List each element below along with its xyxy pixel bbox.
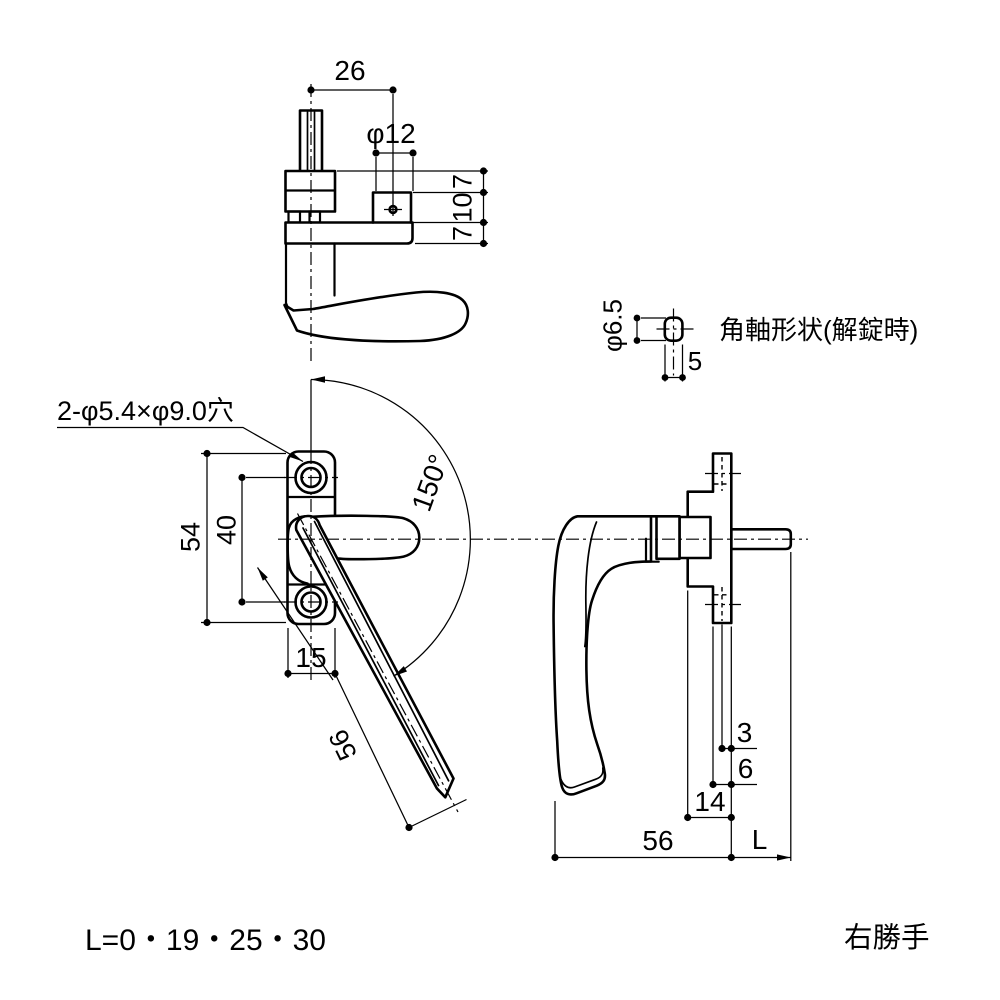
notes: L=0・19・25・30 右勝手 xyxy=(85,922,930,957)
dim-26-label: 26 xyxy=(334,55,365,86)
dim-5-label: 5 xyxy=(688,346,702,376)
dim-phi65-label: φ6.5 xyxy=(598,299,628,352)
square-spindle-side xyxy=(730,528,793,551)
dim-7-10-7: 7 10 7 xyxy=(337,167,488,248)
length-options-note: L=0・19・25・30 xyxy=(85,924,326,957)
dim-L: L xyxy=(731,824,791,861)
latch-boss-top xyxy=(371,191,413,224)
front-view: 150° 2-φ5.4×φ9.0穴 54 40 15 xyxy=(57,376,471,832)
hole-note-label: 2-φ5.4×φ9.0穴 xyxy=(57,396,234,426)
dim-phi12-label: φ12 xyxy=(366,118,415,149)
handle-hub-front xyxy=(286,515,313,585)
shaft-detail-label: 角軸形状(解錠時) xyxy=(719,315,918,345)
dim-phi65: φ6.5 xyxy=(598,299,666,352)
hub-block-outer xyxy=(678,515,712,560)
grip-side xyxy=(552,515,653,796)
dim-15: 15 xyxy=(284,628,339,678)
hub-block-inner xyxy=(655,514,681,561)
dim-54-label: 54 xyxy=(176,522,206,552)
dim-6-label: 6 xyxy=(738,753,754,784)
dim-54: 54 xyxy=(176,449,286,627)
dim-56-side-label: 56 xyxy=(642,825,673,856)
dim-56-side: 56 xyxy=(551,825,735,862)
dim-7-top-label: 7 xyxy=(448,174,478,189)
angle-150-label: 150° xyxy=(406,450,455,515)
dim-3-label: 3 xyxy=(737,717,753,748)
square-shaft-detail: φ6.5 5 角軸形状(解錠時) xyxy=(598,299,918,382)
grip-top xyxy=(283,290,470,343)
handing-note: 右勝手 xyxy=(844,922,930,954)
side-view: 3 6 14 56 L xyxy=(551,452,793,862)
grip-front-closed xyxy=(310,514,421,561)
dim-56-front-label: 56 xyxy=(323,725,363,765)
dim-14: 14 xyxy=(684,786,735,822)
dim-L-label: L xyxy=(752,824,768,855)
top-view: 26 φ12 7 10 7 xyxy=(283,55,488,363)
dim-7-bottom-label: 7 xyxy=(448,226,478,241)
dim-26: 26 xyxy=(307,55,397,94)
dim-14-label: 14 xyxy=(694,786,725,817)
latch-arm-top xyxy=(284,221,414,245)
dim-40-label: 40 xyxy=(212,515,242,545)
dim-phi12: φ12 xyxy=(366,118,417,191)
dim-6: 6 xyxy=(709,753,757,789)
dim-10-label: 10 xyxy=(448,192,478,222)
dim-5: 5 xyxy=(661,344,702,382)
dim-40: 40 xyxy=(212,473,285,606)
dim-3: 3 xyxy=(718,717,757,753)
hole-callout: 2-φ5.4×φ9.0穴 xyxy=(57,396,304,463)
